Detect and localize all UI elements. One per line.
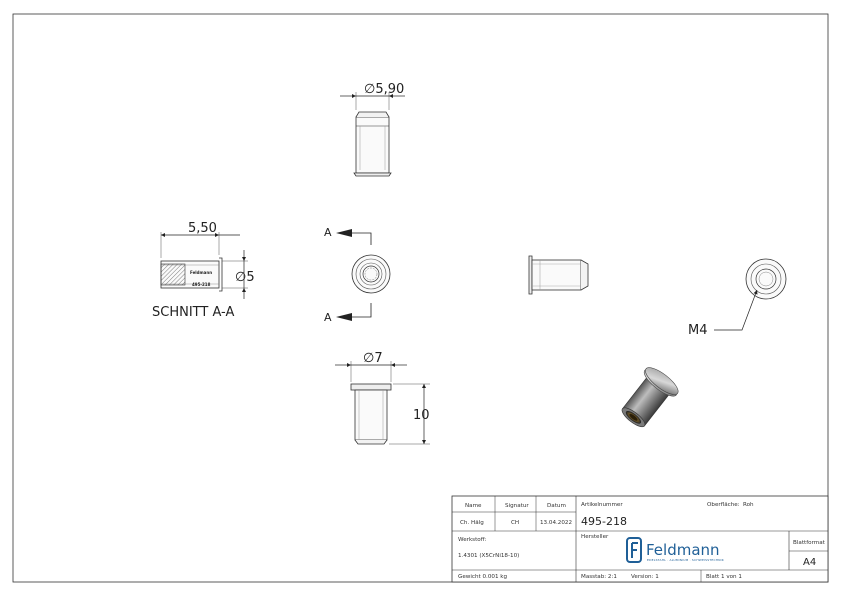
tb-manufacturer-label: Hersteller [581, 534, 609, 540]
dim-section-length: 5,50 [188, 221, 217, 236]
dim-section-diameter: ∅5 [235, 270, 255, 285]
dim-bottom-height: 10 [413, 408, 430, 423]
section-view: Feldmann 495-218 5,50 ∅5 SCHNITT A-A [152, 221, 255, 320]
bottom-view: ∅7 10 [335, 351, 430, 445]
front-view: A A [324, 226, 391, 324]
tb-material-value: 1.4301 (X5CrNi18-10) [458, 553, 519, 559]
tb-surface-label: Oberfläche: [707, 502, 740, 508]
top-view: ∅5,90 [340, 82, 405, 177]
tb-version: Version: 1 [631, 574, 659, 580]
tb-material-label: Werkstoff: [458, 537, 487, 543]
tb-format-label: Blattformat [793, 540, 826, 546]
tb-article-number: 495-218 [581, 515, 627, 528]
cut-marker-top: A [324, 226, 332, 239]
side-view [528, 255, 589, 295]
part-marking-brand: Feldmann [190, 270, 212, 275]
tb-date-value: 13.04.2022 [540, 520, 572, 526]
back-view: M4 [688, 258, 787, 338]
thread-label: M4 [688, 323, 708, 338]
feldmann-logo: Feldmann EDELSTAHL · ALUMINIUM · SCHWEIS… [626, 537, 725, 563]
part-marking-number: 495-218 [192, 282, 211, 287]
tb-surface-value: Roh [743, 502, 754, 508]
logo-text: Feldmann [646, 541, 720, 559]
tb-weight: Gewicht 0.001 kg [458, 574, 508, 580]
tb-name-header: Name [465, 503, 482, 509]
logo-subtitle: EDELSTAHL · ALUMINIUM · SCHWEISSTECHNIK [647, 558, 725, 562]
tb-signature-header: Signatur [505, 503, 529, 509]
tb-date-header: Datum [547, 503, 566, 509]
tb-signature-value: CH [511, 520, 519, 526]
tb-scale: Masstab: 2:1 [581, 574, 617, 580]
tb-article-label: Artikelnummer [581, 502, 623, 508]
tb-format-value: A4 [803, 557, 816, 568]
tb-name-value: Ch. Hälg [460, 520, 484, 526]
dim-top-diameter: ∅5,90 [364, 82, 404, 97]
cut-marker-bottom: A [324, 311, 332, 324]
section-title: SCHNITT A-A [152, 305, 234, 320]
tb-sheet: Blatt 1 von 1 [706, 574, 742, 580]
isometric-view [621, 367, 679, 428]
sheet-border [12, 13, 829, 583]
title-block: Name Signatur Datum Ch. Hälg CH 13.04.20… [451, 495, 829, 583]
dim-bottom-diameter: ∅7 [363, 351, 383, 366]
